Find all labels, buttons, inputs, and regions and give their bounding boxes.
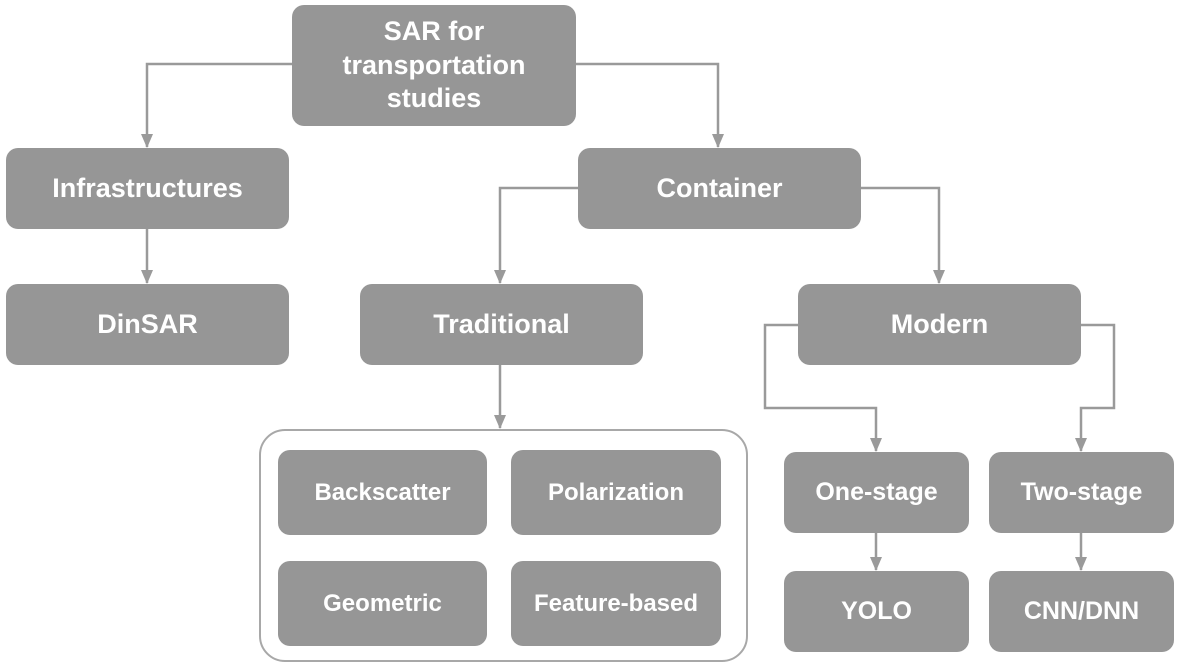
node-feature-based-label: Feature-based [533,589,699,617]
node-one-stage-label: One-stage [815,477,938,506]
connector-container-to-modern [861,186,945,284]
node-geometric: Geometric [278,561,487,646]
node-polarization: Polarization [511,450,721,535]
node-feature-based: Feature-based [511,561,721,646]
connector-container-to-traditional [494,186,578,284]
node-backscatter: Backscatter [278,450,487,535]
node-root: SAR for transportation studies [292,5,576,126]
node-modern-label: Modern [890,308,989,339]
node-yolo-label: YOLO [841,596,912,625]
node-dinsar-label: DinSAR [97,308,198,339]
node-cnn-dnn: CNN/DNN [989,571,1174,652]
node-traditional-label: Traditional [433,308,570,339]
node-infrastructures: Infrastructures [6,148,289,229]
node-container-label: Container [656,172,783,203]
node-yolo: YOLO [784,571,969,652]
node-infrastructures-label: Infrastructures [52,172,243,203]
node-container: Container [578,148,861,229]
node-cnn-dnn-label: CNN/DNN [1023,596,1140,625]
node-backscatter-label: Backscatter [314,478,451,506]
node-one-stage: One-stage [784,452,969,533]
node-two-stage-label: Two-stage [1020,477,1143,506]
node-two-stage: Two-stage [989,452,1174,533]
node-geometric-label: Geometric [323,589,442,617]
connector-root-to-infrastructures [141,62,292,148]
connector-modern-to-two-stage [1075,323,1116,452]
connector-root-to-container [576,62,724,148]
node-dinsar: DinSAR [6,284,289,365]
traditional-methods-group [259,429,748,662]
connector-modern-to-one-stage [763,323,882,452]
node-traditional: Traditional [360,284,643,365]
node-modern: Modern [798,284,1081,365]
node-root-label: SAR for transportation studies [342,15,526,114]
node-polarization-label: Polarization [547,478,685,506]
